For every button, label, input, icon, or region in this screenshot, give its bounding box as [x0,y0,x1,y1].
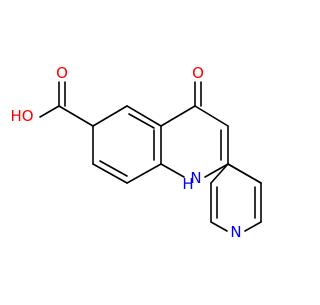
molecule-diagram: HO O O H N N [10,64,262,241]
bond [126,105,162,127]
bond [227,163,262,184]
bond [204,163,229,178]
bond [92,163,128,184]
bond [99,160,128,177]
bond [244,221,262,232]
ketone-oxygen-label: O [192,64,204,82]
pyridine-n-label: N [230,223,241,241]
bond [160,105,196,127]
atom-labels: HO O O H N N [10,64,241,241]
bonds [39,81,262,232]
carboxyl-oxygen-label: O [56,64,68,82]
ring-nh-n-label: N [190,169,201,187]
bond [39,105,60,118]
bond [126,163,162,184]
bond [160,163,185,178]
hydroxyl-label: HO [10,107,33,125]
ring-nh-h-label: H [182,175,193,193]
structure-svg: HO O O H N N [10,64,262,241]
bond [58,105,94,127]
bond [194,105,229,127]
bond [128,113,155,129]
bond [210,221,228,232]
bond [210,163,229,184]
bond [92,105,128,127]
